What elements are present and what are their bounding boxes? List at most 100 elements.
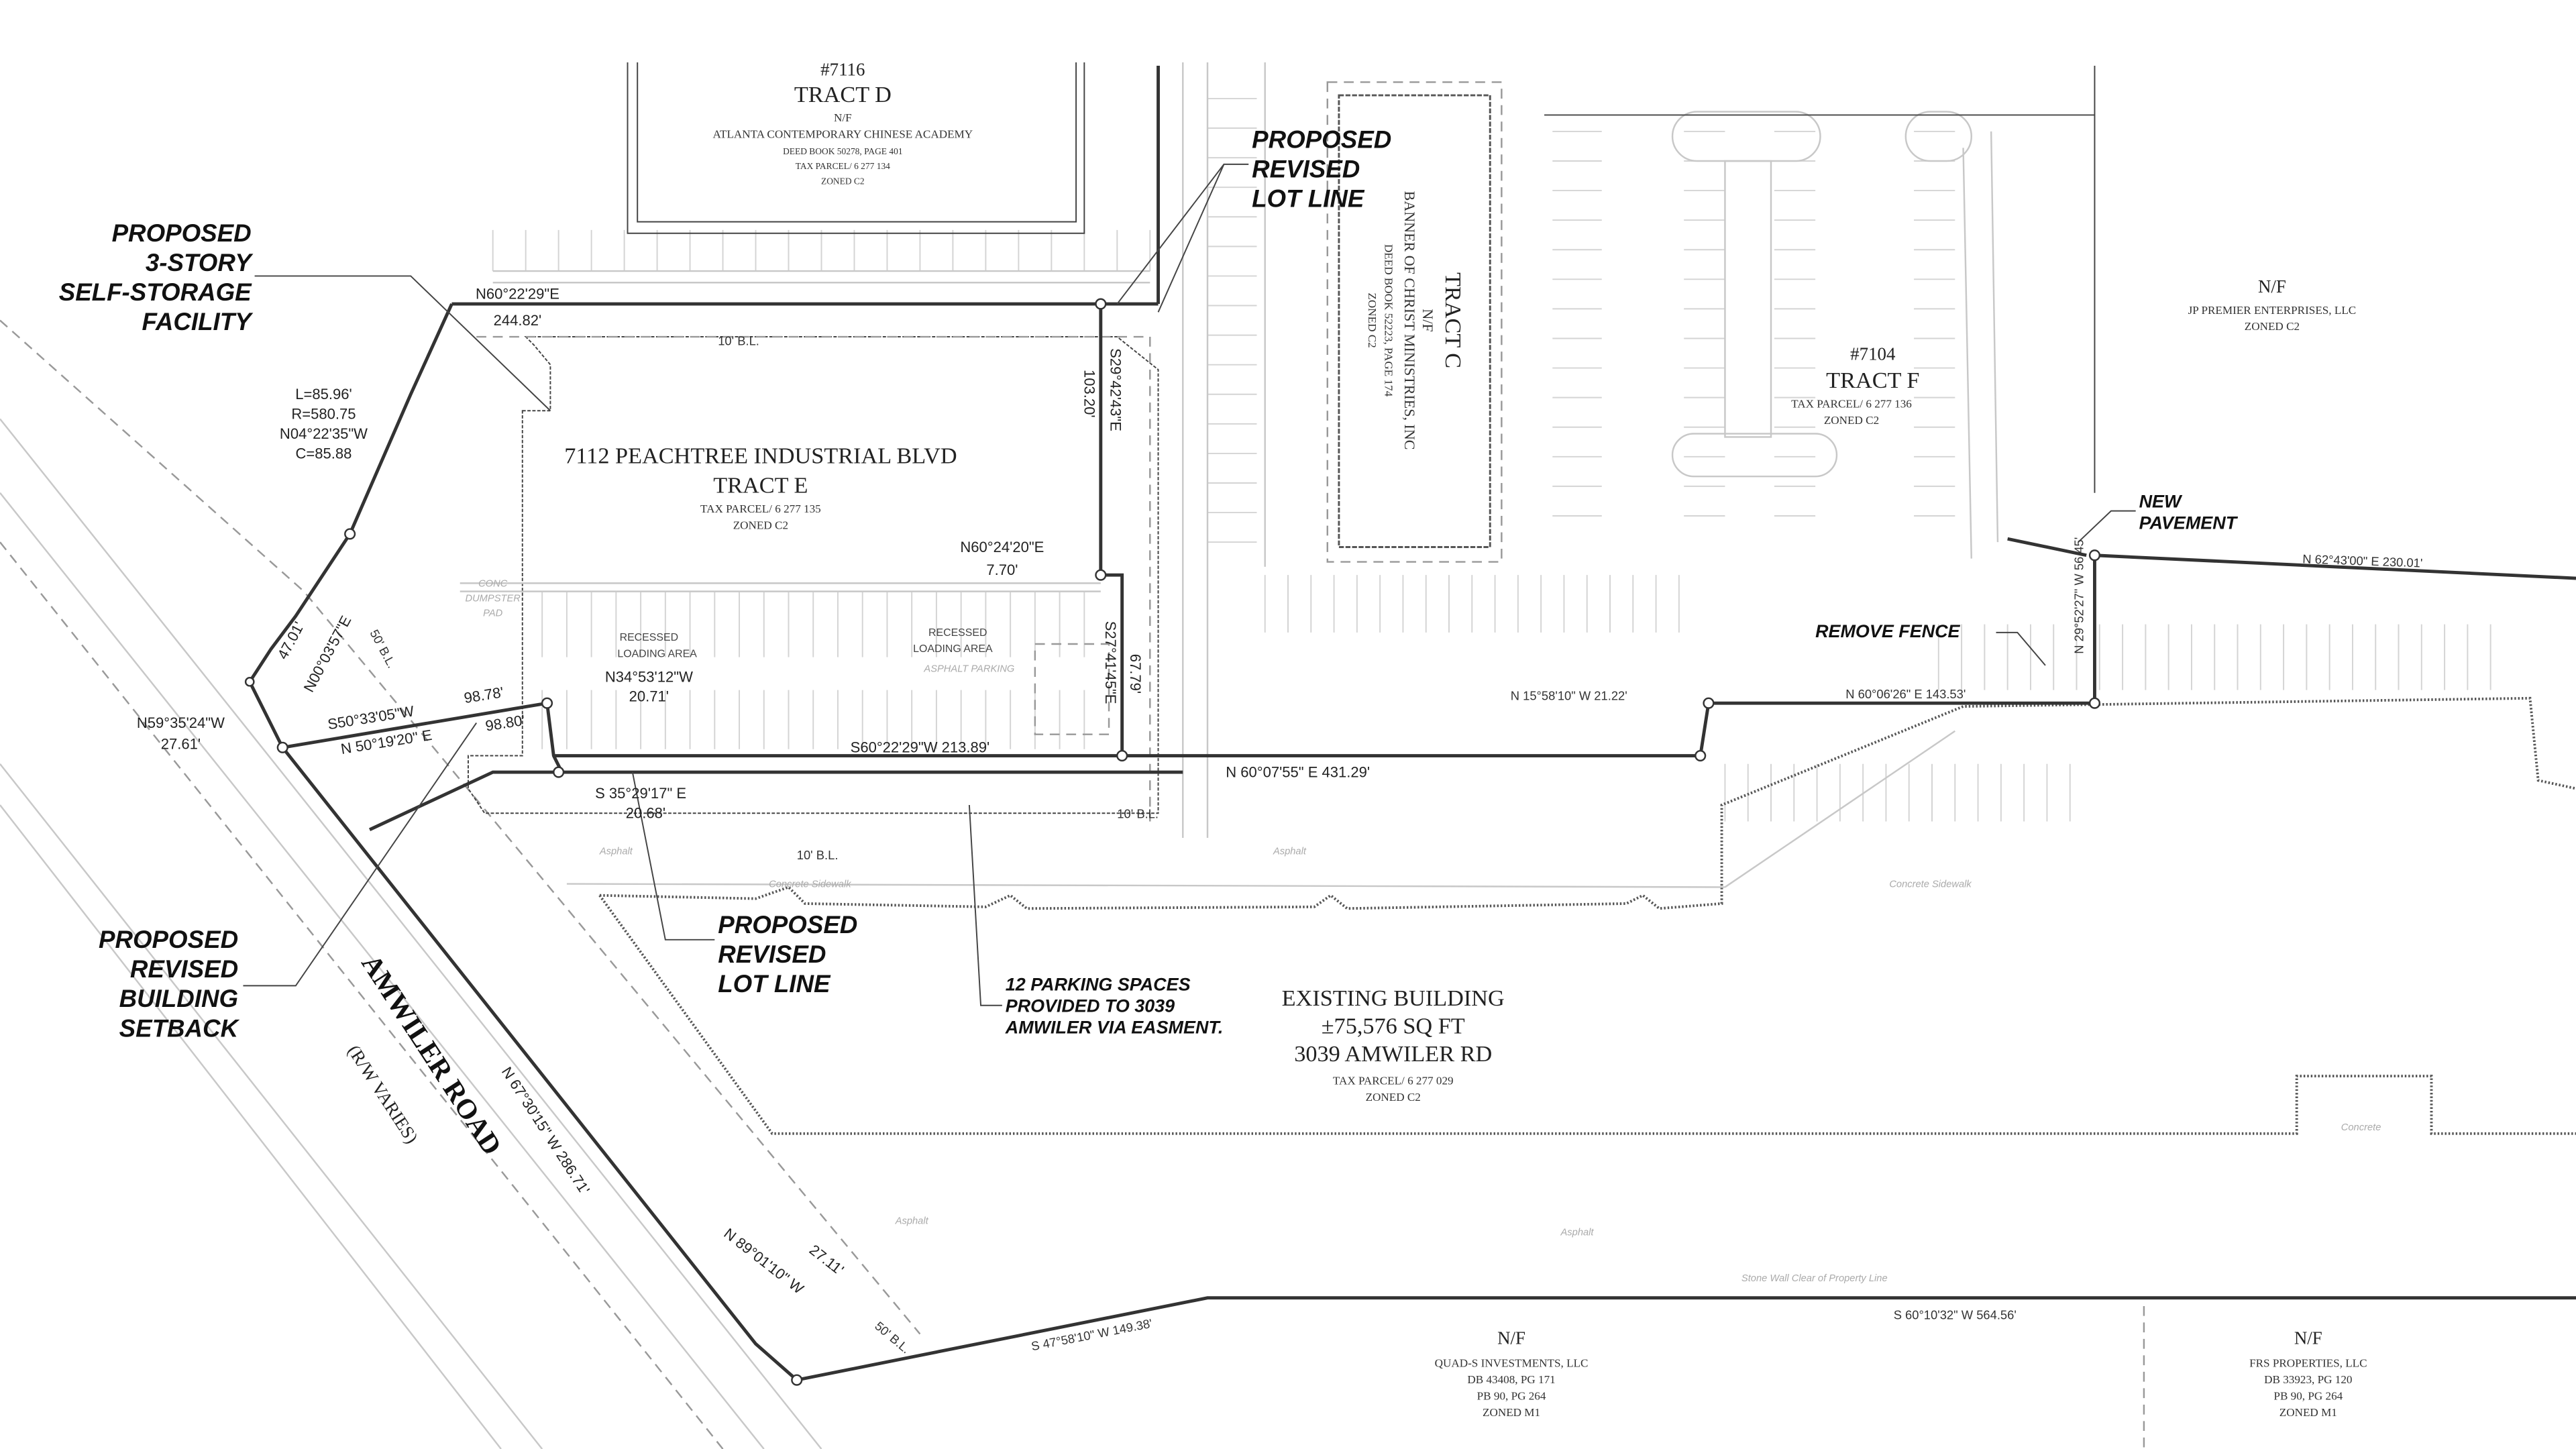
bearing: S60°22'29"W 213.89' — [851, 739, 990, 756]
callout-parking: 12 PARKING SPACES PROVIDED TO 3039 AMWIL… — [1005, 975, 1224, 1038]
tract-d-label: #7116 TRACT D N/F ATLANTA CONTEMPORARY C… — [713, 60, 973, 186]
asphalt-label: Asphalt — [895, 1216, 929, 1226]
tract-zoned: ZONED C2 — [2245, 320, 2300, 333]
asphalt-parking-label: ASPHALT PARKING — [923, 664, 1014, 675]
callout-line: SETBACK — [119, 1014, 240, 1042]
distance: 103.20' — [1081, 370, 1097, 418]
callout-line: SELF-STORAGE — [59, 278, 252, 306]
tract-owner: JP PREMIER ENTERPRISES, LLC — [2188, 304, 2357, 317]
sidewalk-label: Concrete Sidewalk — [769, 879, 851, 890]
tract-nf: N/F — [834, 111, 852, 124]
tract-address: 7112 PEACHTREE INDUSTRIAL BLVD — [564, 443, 957, 469]
bearing: S27°41'45"E — [1102, 621, 1119, 704]
quad-s-label: N/F QUAD-S INVESTMENTS, LLC DB 43408, PG… — [1435, 1328, 1589, 1419]
jp-premier-label: N/F JP PREMIER ENTERPRISES, LLC ZONED C2 — [2188, 276, 2357, 333]
existing-building-label: EXISTING BUILDING ±75,576 SQ FT 3039 AMW… — [1282, 985, 1505, 1104]
tract-parcel: TAX PARCEL/ 6 277 134 — [796, 161, 890, 171]
tract-d-building — [492, 62, 1150, 284]
tract-number: #7116 — [820, 60, 865, 80]
callout-remove-fence: REMOVE FENCE — [1815, 621, 1960, 641]
callout-line: AMWILER VIA EASMENT. — [1005, 1017, 1224, 1037]
tract-zoned: ZONED M1 — [2279, 1406, 2337, 1419]
tract-zoned: ZONED C2 — [821, 176, 865, 186]
bearing: N 15°58'10" W 21.22' — [1511, 688, 1627, 702]
callout-line: REVISED — [718, 941, 826, 968]
callout-new-pavement: NEW PAVEMENT — [2139, 492, 2239, 533]
bearing: N 60°07'55" E 431.29' — [1226, 763, 1370, 780]
curve-chord: C=85.88 — [295, 445, 352, 462]
concrete-label: Concrete — [2341, 1122, 2381, 1133]
tract-nf: N/F — [2258, 276, 2286, 297]
recessed-label: LOADING AREA — [913, 643, 993, 655]
tract-db: DB 33923, PG 120 — [2264, 1373, 2352, 1386]
setback-label: 10' B.L. — [718, 333, 759, 347]
tract-pb: PB 90, PG 264 — [2273, 1390, 2343, 1403]
setback-label: 10' B.L. — [1117, 807, 1159, 821]
tract-name: TRACT D — [794, 82, 892, 107]
callout-line: NEW — [2139, 492, 2183, 512]
callout-line: 12 PARKING SPACES — [1006, 975, 1191, 995]
bearing: N60°22'29"E — [476, 286, 559, 303]
callout-setback: PROPOSED REVISED BUILDING SETBACK — [99, 926, 240, 1042]
tract-zoned: ZONED M1 — [1483, 1406, 1540, 1419]
distance: 27.61' — [161, 736, 201, 753]
callout-line: 3-STORY — [146, 249, 254, 276]
bearing: N 60°06'26" E 143.53' — [1845, 687, 1966, 701]
tract-nf: N/F — [2294, 1328, 2322, 1348]
sidewalk-label: Concrete Sidewalk — [1889, 879, 1972, 890]
bearing: S 35°29'17" E — [595, 785, 686, 802]
bearing: N34°53'12"W — [605, 668, 693, 685]
tract-db: DB 43408, PG 171 — [1467, 1373, 1555, 1386]
tract-name: TRACT C — [1440, 272, 1466, 368]
stone-wall-label: Stone Wall Clear of Property Line — [1741, 1273, 1888, 1284]
tract-e-building — [467, 336, 1159, 814]
building-address: 3039 AMWILER RD — [1294, 1041, 1492, 1067]
asphalt-label: Asphalt — [1273, 846, 1307, 857]
property-lines — [244, 65, 2576, 1386]
asphalt-label: Asphalt — [599, 846, 633, 857]
callout-line: FACILITY — [142, 308, 254, 335]
distance: 244.82' — [494, 312, 542, 329]
tract-f-label: #7104 TRACT F TAX PARCEL/ 6 277 136 ZONE… — [1791, 343, 1919, 427]
tract-owner: BANNER OF CHRIST MINISTRIES, INC — [1401, 191, 1418, 450]
tract-name: TRACT F — [1826, 368, 1919, 393]
tract-number: #7104 — [1850, 343, 1896, 364]
callout-line: LOT LINE — [718, 970, 831, 998]
callout-line: REVISED — [130, 955, 238, 983]
tract-name: TRACT E — [713, 473, 808, 498]
existing-building-outline — [598, 696, 2576, 1135]
callout-line: PAVEMENT — [2139, 513, 2239, 533]
callout-line: PROPOSED — [718, 911, 857, 938]
dumpster-label: DUMPSTER — [465, 593, 521, 604]
bearing: N 29°52'27" W 56.45' — [2072, 537, 2086, 654]
tract-c-label: TRACT C N/F BANNER OF CHRIST MINISTRIES,… — [1366, 191, 1466, 450]
callout-line: PROPOSED — [1252, 125, 1391, 153]
callout-line: REVISED — [1252, 155, 1360, 182]
asphalt-label: Asphalt — [1560, 1228, 1595, 1238]
dumpster-label: CONC — [478, 578, 508, 589]
building-parcel: TAX PARCEL/ 6 277 029 — [1333, 1074, 1454, 1087]
distance: 67.79' — [1127, 654, 1144, 694]
tract-parcel: TAX PARCEL/ 6 277 136 — [1791, 397, 1912, 410]
tract-zoned: ZONED C2 — [733, 519, 788, 532]
tract-owner: QUAD-S INVESTMENTS, LLC — [1435, 1357, 1589, 1370]
tract-e-label: 7112 PEACHTREE INDUSTRIAL BLVD TRACT E T… — [564, 443, 957, 532]
bearing: N60°24'20"E — [960, 539, 1044, 555]
dumpster-label: PAD — [483, 608, 503, 619]
frs-label: N/F FRS PROPERTIES, LLC DB 33923, PG 120… — [2249, 1328, 2367, 1419]
tract-f-islands — [1671, 111, 1999, 559]
callout-storage: PROPOSED 3-STORY SELF-STORAGE FACILITY — [59, 219, 254, 335]
callout-line: PROPOSED — [99, 926, 238, 953]
building-zoned: ZONED C2 — [1366, 1091, 1421, 1104]
distance: 7.70' — [986, 561, 1018, 578]
callout-leaders — [243, 163, 2136, 1006]
callout-lot-line-bottom: PROPOSED REVISED LOT LINE — [718, 911, 857, 998]
building-area: ±75,576 SQ FT — [1322, 1013, 1465, 1038]
amwiler-road — [0, 319, 921, 1449]
curve-radius: R=580.75 — [291, 405, 356, 422]
callout-line: PROVIDED TO 3039 — [1006, 996, 1175, 1016]
callout-line: LOT LINE — [1252, 185, 1365, 213]
recessed-label: RECESSED — [928, 627, 987, 639]
tract-deed: DEED BOOK 52223, PAGE 174 — [1382, 244, 1395, 397]
